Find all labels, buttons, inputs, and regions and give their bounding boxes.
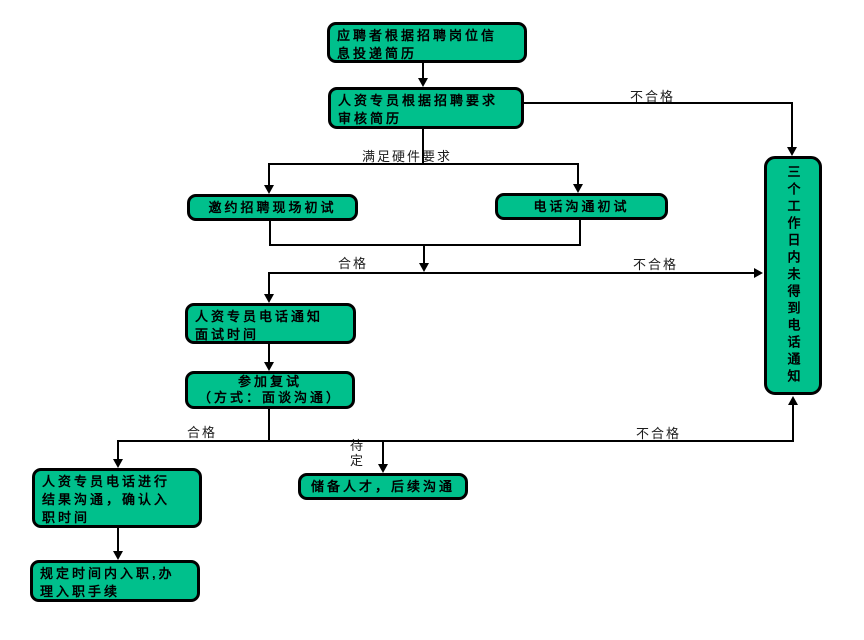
connector-line: [117, 442, 119, 459]
label-qualified-mid: 合格: [338, 256, 369, 271]
label-unqualified-top: 不合格: [630, 89, 676, 104]
connector-line: [579, 220, 581, 246]
node-review-resume: 人资专员根据招聘要求 审核简历: [328, 87, 524, 129]
connector-line: [268, 163, 579, 165]
connector-line: [524, 102, 793, 104]
connector-line: [268, 163, 270, 185]
flow-arrowhead: [418, 78, 428, 87]
connector-line: [791, 102, 793, 147]
connector-line: [423, 246, 425, 263]
connector-line: [422, 129, 424, 165]
connector-line: [117, 440, 794, 442]
label-unqualified-mid: 不合格: [633, 257, 679, 272]
node-second-interview-label: 参加复试 （方式：面谈沟通）: [197, 374, 342, 405]
node-reserve-talent: 储备人才，后续沟通: [298, 473, 468, 500]
flow-arrowhead: [378, 464, 388, 473]
label-pending: 待定: [349, 438, 365, 468]
flow-arrowhead: [788, 396, 798, 405]
connector-line: [792, 405, 794, 442]
connector-line: [268, 409, 270, 442]
node-apply-resume: 应聘者根据招聘岗位信 息投递简历: [327, 22, 527, 63]
connector-line: [577, 163, 579, 184]
flow-arrowhead: [113, 551, 123, 560]
node-second-interview: 参加复试 （方式：面谈沟通）: [185, 371, 355, 409]
node-result-communication: 人资专员电话进行 结果沟通，确认入 职时间: [32, 468, 202, 528]
flow-arrowhead: [754, 268, 763, 278]
node-no-call-within-3-days: 三个工作日内未得到电话通知: [764, 156, 822, 395]
connector-line: [269, 244, 581, 246]
node-reserve-talent-label: 储备人才，后续沟通: [310, 478, 455, 494]
connector-line: [422, 62, 424, 79]
node-onboarding: 规定时间内入职,办 理入职手续: [30, 560, 200, 602]
node-phone-first-interview-label: 电话沟通初试: [533, 198, 630, 214]
connector-line: [382, 442, 384, 464]
node-phone-first-interview: 电话沟通初试: [495, 193, 668, 220]
flow-arrowhead: [264, 362, 274, 371]
node-notify-interview-time: 人资专员电话通知 面试时间: [185, 303, 356, 344]
label-unqualified-bottom: 不合格: [636, 426, 682, 441]
connector-line: [269, 221, 271, 246]
flow-arrowhead: [419, 263, 429, 272]
flow-arrowhead: [787, 147, 797, 156]
flow-arrowhead: [264, 294, 274, 303]
label-meets-requirements: 满足硬件要求: [362, 149, 453, 164]
flow-arrowhead: [264, 185, 274, 194]
flow-arrowhead: [113, 459, 123, 468]
node-onsite-first-interview-label: 邀约招聘现场初试: [208, 199, 337, 215]
connector-line: [268, 274, 270, 294]
connector-line: [268, 344, 270, 362]
node-no-call-within-3-days-label: 三个工作日内未得到电话通知: [785, 165, 801, 386]
flow-arrowhead: [573, 184, 583, 193]
node-onsite-first-interview: 邀约招聘现场初试: [187, 194, 358, 221]
connector-line: [268, 272, 754, 274]
connector-line: [117, 528, 119, 551]
label-qualified-bottom: 合格: [187, 425, 218, 440]
